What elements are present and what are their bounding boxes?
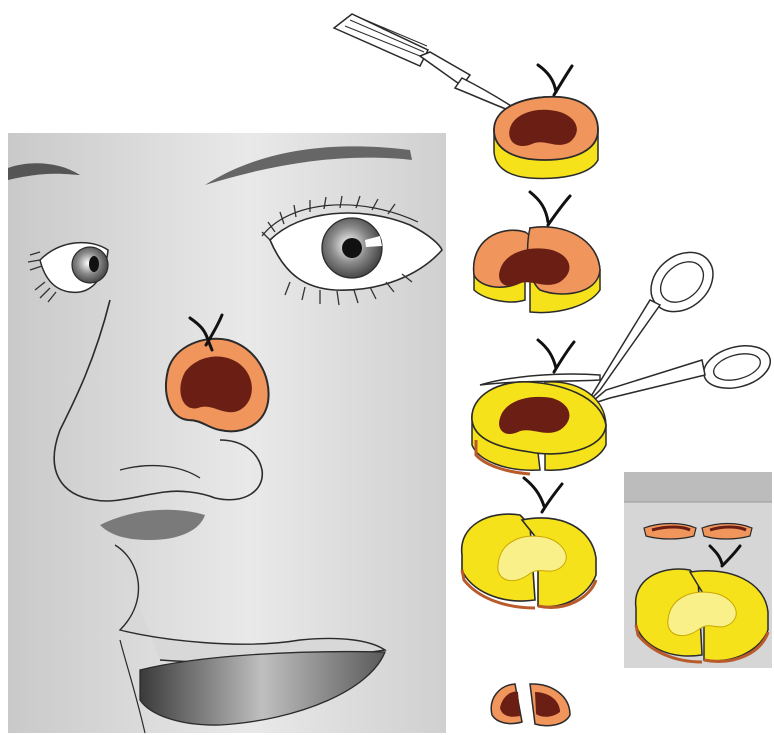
step-5-tissue-sections <box>491 684 570 726</box>
step-2-bisected-tissue <box>474 192 600 313</box>
suture-mark-icon <box>538 340 574 372</box>
suture-mark-icon <box>524 478 562 512</box>
suture-mark-icon <box>530 192 570 225</box>
scalpel-icon <box>334 14 525 115</box>
step-3-sectioning <box>472 340 606 474</box>
suture-mark-icon <box>538 65 572 95</box>
inset-slide-panel <box>624 472 772 668</box>
step-4-flattened-tissue <box>462 478 596 608</box>
step-1-excised-tissue <box>494 65 598 178</box>
inset-header-band <box>624 472 772 502</box>
face-illustration <box>8 133 446 733</box>
